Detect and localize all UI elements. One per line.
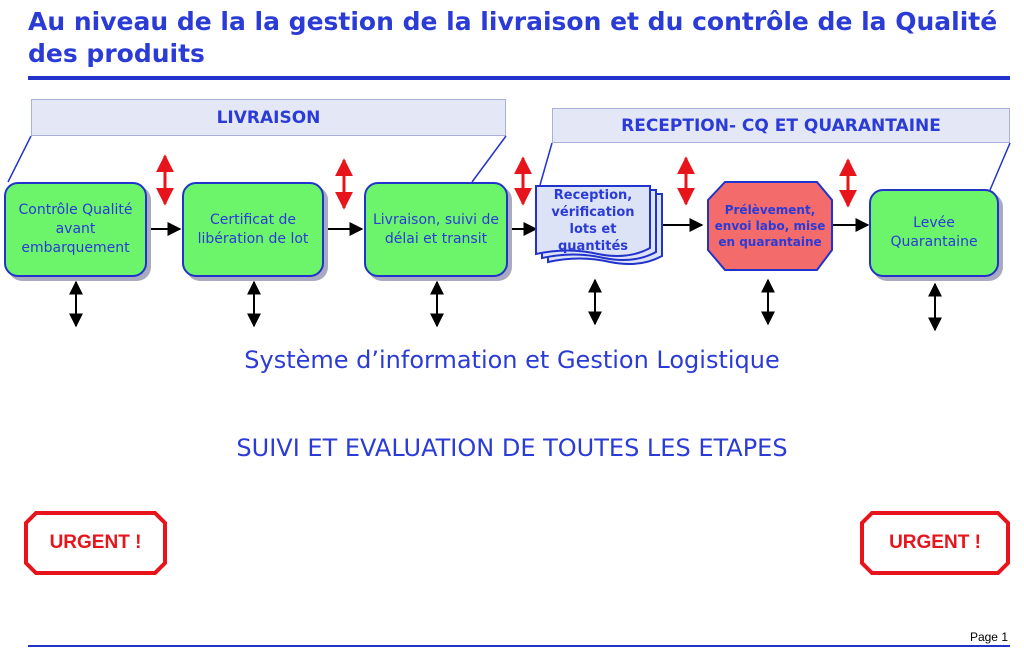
livraison-band-left-line [7,135,32,183]
footer-divider [28,645,1010,647]
tracking-text: SUIVI ET EVALUATION DE TOUTES LES ETAPES [236,434,788,462]
page-number: Page 1 [969,630,1008,644]
prelevement-shape [707,181,833,271]
step-label: Reception, vérification lots et quantité… [551,188,635,254]
step-certificat: Certificat de libération de lot [182,182,324,277]
urgent-right-label: URGENT ! [889,532,981,553]
reception-band-right-line [989,142,1011,191]
step-label: Levée Quarantaine [890,215,978,250]
step-label: Contrôle Qualité avant embarquement [18,202,133,256]
step-prelevement: Prélèvement, envoi labo, mise en quarant… [712,186,828,266]
livraison-band-right-line [471,135,507,183]
urgent-right-shape [860,511,1010,575]
title-divider [28,76,1010,80]
page-title: Au niveau de la la gestion de la livrais… [28,7,998,68]
step-label: Livraison, suivi de délai et transit [372,211,499,247]
step-reception: Reception, vérification lots et quantité… [536,186,650,256]
reception-band-left-line [539,142,553,186]
urgent-left-label: URGENT ! [49,532,142,553]
livraison-band-label: LIVRAISON [216,107,321,128]
livraison-band: LIVRAISON [31,99,506,136]
reception-band-label: RECEPTION- CQ ET QUARANTAINE [621,115,941,136]
system-text: Système d’information et Gestion Logisti… [244,346,780,374]
step-controle-qualite: Contrôle Qualité avant embarquement [4,182,147,277]
step-levee-quarantaine: Levée Quarantaine [869,189,999,277]
step-label: Prélèvement, envoi labo, mise en quarant… [714,203,826,249]
urgent-left-shape [24,511,167,575]
reception-shape [535,185,663,265]
step-livraison: Livraison, suivi de délai et transit [364,182,508,277]
reception-band: RECEPTION- CQ ET QUARANTAINE [552,108,1010,143]
step-label: Certificat de libération de lot [197,211,309,247]
